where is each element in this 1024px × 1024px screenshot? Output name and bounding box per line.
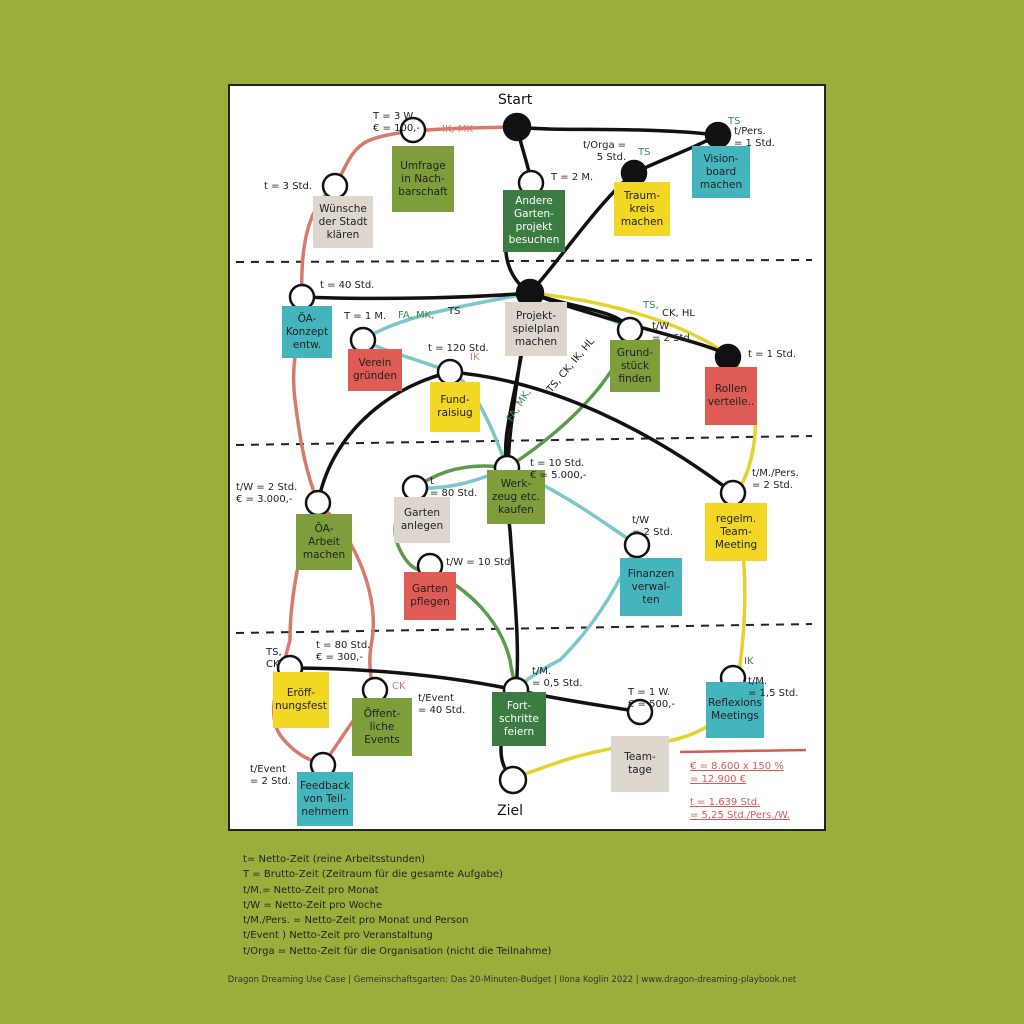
summary-rule bbox=[679, 748, 807, 754]
annotation-traum: t/Orga = 5 Std. bbox=[583, 140, 627, 163]
task-werkzeug: Werk- zeug etc. kaufen bbox=[487, 470, 545, 524]
task-verein: Verein gründen bbox=[348, 349, 402, 391]
annotation-vision-people: TS bbox=[728, 116, 741, 127]
annotation-verein-people-2: TS bbox=[448, 306, 461, 317]
node-ziel bbox=[498, 765, 528, 795]
legend-item: t/M./Pers. = Netto-Zeit pro Monat und Pe… bbox=[243, 915, 469, 927]
legend-item: t= Netto-Zeit (reine Arbeitsstunden) bbox=[243, 854, 426, 865]
task-traum: Traum- kreis machen bbox=[614, 182, 670, 236]
annotation-fund-people: IK bbox=[470, 352, 480, 363]
annotation-garten-anlegen: t = 80 Std. bbox=[430, 476, 478, 499]
task-meeting: regelm. Team- Meeting bbox=[705, 503, 767, 561]
phase-divider-2 bbox=[235, 435, 813, 446]
annotation-garten-pflegen: t/W = 10 Std. bbox=[446, 557, 514, 568]
legend-item: t/Event ) Netto-Zeit pro Veranstaltung bbox=[243, 930, 433, 942]
summary-cost: € = 8.600 x 150 % = 12.900 € bbox=[690, 761, 784, 785]
legend-item: t/W = Netto-Zeit pro Woche bbox=[243, 899, 383, 911]
legend-item: t/M.= Netto-Zeit pro Monat bbox=[243, 884, 379, 896]
annotation-oa-arbeit: t/W = 2 Std. € = 3.000,- bbox=[236, 482, 298, 505]
annotation-oeffentliche-people: CK bbox=[392, 681, 406, 692]
annotation-verein: T = 1 M. bbox=[344, 311, 387, 322]
annotation-feedback: t/Event = 2 Std. bbox=[250, 764, 291, 787]
annotation-reflexion: t/M. = 1,5 Std. bbox=[748, 676, 799, 699]
task-teamtage: Team- tage bbox=[611, 736, 669, 792]
annotation-oeffentliche: t/Event = 40 Std. bbox=[418, 693, 466, 716]
node-vision bbox=[704, 121, 732, 149]
end-label: Ziel bbox=[497, 803, 523, 819]
task-reflexion: Reflexions Meetings bbox=[706, 682, 764, 738]
annotation-umfrage: T = 3 W. € = 100,- bbox=[373, 111, 420, 134]
annotation-grund-people-2: CK, HL bbox=[662, 308, 695, 319]
annotation-eroeffnung-people: TS, CK bbox=[266, 647, 282, 670]
annotation-vision: t/Pers. = 1 Std. bbox=[734, 126, 775, 149]
node-rollen bbox=[714, 343, 742, 371]
task-eroeffnung: Eröff- nungsfest bbox=[273, 672, 329, 728]
task-andere: Andere Garten- projekt besuchen bbox=[503, 190, 565, 252]
annotation-werkzeug: t = 10 Std. € = 5.000,- bbox=[530, 458, 587, 481]
node-oa-arbeit bbox=[304, 489, 332, 517]
annotation-meeting: t/M./Pers. = 2 Std. bbox=[752, 468, 799, 491]
annotation-traum-people: TS bbox=[638, 147, 651, 158]
annotation-reflexion-people: IK bbox=[744, 656, 754, 667]
node-start bbox=[502, 112, 532, 142]
annotation-umfrage-people: IK, MK bbox=[442, 124, 474, 135]
annotation-oa-konzept: t = 40 Std. bbox=[320, 280, 375, 291]
phase-divider-3 bbox=[235, 623, 813, 634]
task-umfrage: Umfrage in Nach- barschaft bbox=[392, 146, 454, 212]
task-garten-pflegen: Garten pflegen bbox=[404, 572, 456, 620]
footer-credit: Dragon Dreaming Use Case | Gemeinschafts… bbox=[227, 975, 797, 985]
annotation-fund: t = 120 Std. bbox=[428, 343, 489, 354]
phase-divider-1 bbox=[235, 259, 813, 263]
node-teamtage bbox=[626, 698, 654, 726]
annotation-verein-people: FA, MK, bbox=[398, 310, 435, 321]
task-oeffentliche: Öffent- liche Events bbox=[352, 698, 412, 756]
annotation-wuensche: t = 3 Std. bbox=[264, 181, 312, 192]
annotation-andere: T = 2 M. bbox=[551, 172, 594, 183]
annotation-grund: t/W = 2 Std. bbox=[652, 321, 693, 344]
node-umfrage bbox=[399, 116, 427, 144]
annotation-finanzen: t/W = 2 Std. bbox=[632, 515, 673, 538]
path-green bbox=[393, 329, 632, 691]
task-vision: Vision- board machen bbox=[692, 146, 750, 198]
annotation-eroeffnung: t = 80 Std. € = 300,- bbox=[316, 640, 371, 663]
annotation-teamtage: T = 1 W. € = 500,- bbox=[628, 687, 675, 710]
node-finanzen bbox=[623, 531, 651, 559]
task-oa-arbeit: ÖA- Arbeit machen bbox=[296, 514, 352, 570]
annotation-rollen: t = 1 Std. bbox=[748, 349, 796, 360]
task-fortschritte: Fort- schritte feiern bbox=[492, 692, 546, 746]
annotation-fortschritte: t/M. = 0,5 Std. bbox=[532, 666, 583, 689]
node-fund bbox=[436, 358, 464, 386]
annotation-grund-people: TS, bbox=[643, 300, 659, 311]
task-oa-konzept: ÖA- Konzept entw. bbox=[282, 306, 332, 358]
task-fund: Fund- raisiug bbox=[430, 382, 480, 432]
legend: t= Netto-Zeit (reine Arbeitsstunden) T =… bbox=[243, 852, 551, 959]
task-feedback: Feedback von Teil- nehmern bbox=[297, 772, 353, 826]
task-finanzen: Finanzen verwal- ten bbox=[620, 558, 682, 616]
summary-time: t = 1.639 Std. = 5,25 Std./Pers./W. bbox=[690, 797, 790, 821]
legend-item: t/Orga = Netto-Zeit für die Organisation… bbox=[243, 945, 552, 957]
task-rollen: Rollen verteile.. bbox=[705, 367, 757, 425]
node-grund bbox=[616, 316, 644, 344]
node-wuensche bbox=[321, 172, 349, 200]
task-wuensche: Wünsche der Stadt klären bbox=[313, 196, 373, 248]
node-meeting bbox=[719, 479, 747, 507]
start-label: Start bbox=[498, 92, 533, 108]
task-projekt: Projekt- spielplan machen bbox=[505, 302, 567, 356]
task-garten-anlegen: Garten anlegen bbox=[394, 497, 450, 543]
legend-item: T = Brutto-Zeit (Zeitraum für die gesamt… bbox=[243, 869, 503, 881]
task-grund: Grund- stück finden bbox=[610, 340, 660, 392]
